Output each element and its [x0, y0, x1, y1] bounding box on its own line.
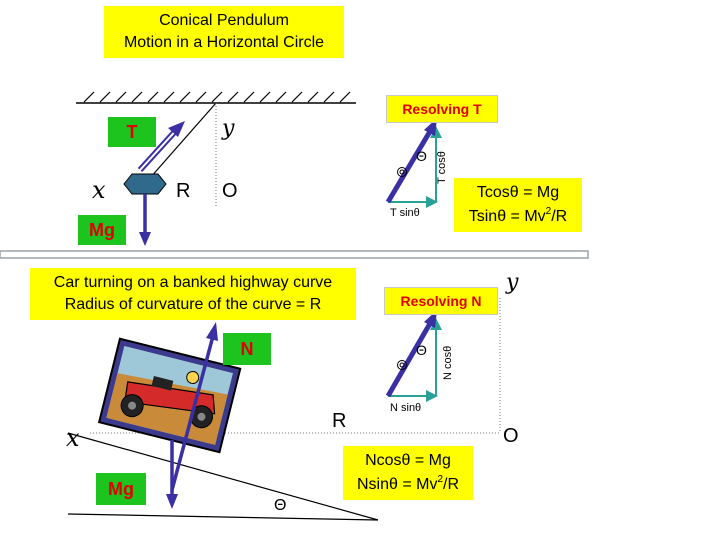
pendulum-string	[149, 102, 217, 179]
title-box: Conical Pendulum Motion in a Horizontal …	[104, 6, 344, 58]
t-sin-label: T sinθ	[390, 207, 420, 219]
title-line-2: Motion in a Horizontal Circle	[123, 34, 325, 51]
resolving-n-diagram	[385, 310, 442, 402]
n-cos-label: N cosθ	[442, 345, 454, 380]
eq-n-2: Nsinθ = Mv2/R	[356, 474, 460, 493]
car-description-box: Car turning on a banked highway curve Ra…	[30, 268, 356, 320]
origin-label-top: O	[222, 180, 238, 202]
weight-label-bottom: Mg	[96, 473, 146, 505]
ceiling	[76, 91, 356, 104]
radius-label-top: R	[176, 180, 191, 202]
resolving-t-label: Resolving T	[402, 101, 482, 117]
bank-angle-label: Θ	[274, 497, 287, 514]
resolving-n-box: Resolving N	[384, 287, 498, 315]
pendulum-bob	[123, 173, 167, 195]
weight-label-top: Mg	[78, 215, 126, 245]
car-line-1: Car turning on a banked highway curve	[53, 274, 333, 291]
eq-t-1: Tcosθ = Mg	[476, 184, 560, 201]
eq-t-2: Tsinθ = Mv2/R	[468, 206, 568, 225]
title-line-1: Conical Pendulum	[159, 12, 289, 29]
equations-bottom-box: Ncosθ = Mg Nsinθ = Mv2/R	[343, 446, 473, 500]
eq-n-1: Ncosθ = Mg	[365, 452, 451, 469]
normal-label: N	[223, 333, 271, 365]
race-car-image	[97, 337, 242, 454]
banked-road	[67, 432, 379, 521]
angle-label-top: Θ	[416, 148, 427, 164]
n-sin-label: N sinθ	[390, 402, 422, 414]
axis-x-top: x	[92, 176, 106, 204]
t-cos-label: T cosθ	[436, 151, 448, 184]
resolving-t-diagram	[385, 118, 442, 208]
weight-arrow-bottom	[166, 440, 178, 509]
axis-y-bottom: y	[506, 270, 519, 295]
section-divider	[0, 250, 589, 259]
equations-top-box: Tcosθ = Mg Tsinθ = Mv2/R	[454, 178, 582, 232]
origin-label-bottom: O	[503, 425, 519, 447]
axis-x-bottom: x	[66, 424, 80, 452]
resolving-n-label: Resolving N	[400, 293, 482, 309]
tension-label: T	[108, 117, 156, 147]
radius-label-bottom: R	[332, 410, 347, 432]
resolving-t-box: Resolving T	[386, 95, 498, 123]
weight-arrow-top	[139, 194, 151, 246]
tension-arrow	[137, 121, 185, 173]
angle-label-bottom: Θ	[416, 342, 427, 358]
normal-force-arrow	[170, 322, 218, 491]
axis-y-top: y	[222, 116, 235, 141]
car-line-2: Radius of curvature of the curve = R	[64, 296, 322, 313]
